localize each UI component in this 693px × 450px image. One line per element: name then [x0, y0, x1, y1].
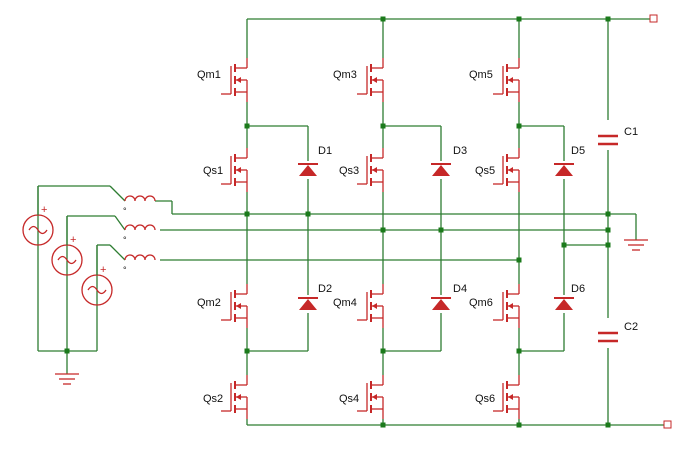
mosfet-Qs4	[357, 375, 387, 419]
label-Qm2: Qm2	[197, 297, 221, 309]
junction-dot	[244, 211, 250, 217]
junction-dot	[438, 227, 444, 233]
inductor-2	[124, 224, 156, 231]
source-leads	[37, 186, 98, 275]
mosfet-Qm1	[221, 58, 251, 102]
mosfet-Qm4	[357, 284, 387, 328]
label-Qm5: Qm5	[469, 69, 493, 81]
label-Qs4: Qs4	[339, 393, 359, 405]
mosfet-Qm6	[493, 284, 523, 328]
label-D5: D5	[571, 145, 585, 157]
labels: Qm1 Qs1 Qm2 Qs2 Qm3 Qs3 Qm4 Qs4 Qm5 Qs5 …	[197, 69, 638, 405]
source-3-plus: +	[100, 264, 106, 276]
coil-dot-1: °	[123, 206, 127, 216]
inductor-3	[124, 254, 156, 261]
junction-dot	[305, 211, 311, 217]
junction-dot	[64, 348, 70, 354]
junction-dot	[605, 242, 611, 248]
label-Qs1: Qs1	[203, 165, 223, 177]
junction-dot	[605, 16, 611, 22]
label-C1: C1	[624, 126, 638, 138]
diode-D6	[553, 295, 575, 313]
junction-dot	[380, 422, 386, 428]
label-D4: D4	[453, 283, 467, 295]
coil-dot-2: °	[123, 235, 127, 245]
ground-symbol-right	[624, 239, 648, 251]
mosfet-Qm2	[221, 284, 251, 328]
junction-dot	[516, 257, 522, 263]
junction-dot	[380, 16, 386, 22]
diode-D4	[430, 295, 452, 313]
ground-symbol-left	[55, 373, 79, 385]
diode-D2	[297, 295, 319, 313]
mosfet-Qm5	[493, 58, 523, 102]
mosfets	[221, 58, 523, 419]
junction-dot	[244, 123, 250, 129]
terminal-negative	[663, 420, 672, 429]
capacitor-C2	[596, 318, 620, 348]
mosfet-Qs2	[221, 375, 251, 419]
junction-dot	[516, 348, 522, 354]
label-D3: D3	[453, 145, 467, 157]
diode-D1	[297, 161, 319, 179]
mosfet-Qs6	[493, 375, 523, 419]
diode-D3	[430, 161, 452, 179]
label-Qm1: Qm1	[197, 69, 221, 81]
terminal-positive	[649, 14, 658, 23]
junction-dot	[605, 422, 611, 428]
label-Qs2: Qs2	[203, 393, 223, 405]
label-Qs5: Qs5	[475, 165, 495, 177]
label-D1: D1	[318, 145, 332, 157]
source-2-plus: +	[70, 234, 76, 246]
junction-dot	[516, 16, 522, 22]
junction-dot	[605, 227, 611, 233]
dc-terminals	[649, 14, 672, 429]
label-Qm6: Qm6	[469, 297, 493, 309]
label-C2: C2	[624, 321, 638, 333]
diode-D5	[553, 161, 575, 179]
label-Qs6: Qs6	[475, 393, 495, 405]
junction-dot	[244, 348, 250, 354]
junction-dot	[516, 123, 522, 129]
mosfet-Qs1	[221, 148, 251, 192]
label-Qm3: Qm3	[333, 69, 357, 81]
junction-dots	[64, 16, 611, 428]
label-D6: D6	[571, 283, 585, 295]
mosfet-Qs3	[357, 148, 387, 192]
junction-dot	[516, 422, 522, 428]
coil-dot-3: °	[123, 265, 127, 275]
diodes	[297, 161, 575, 313]
label-Qs3: Qs3	[339, 165, 359, 177]
label-D2: D2	[318, 283, 332, 295]
junction-dot	[380, 348, 386, 354]
junction-dot	[380, 227, 386, 233]
mosfet-Qm3	[357, 58, 387, 102]
source-1-plus: +	[41, 204, 47, 216]
inductor-1	[124, 195, 156, 202]
inductors: ° ° °	[123, 195, 156, 275]
junction-dot	[561, 242, 567, 248]
capacitor-C1	[596, 120, 620, 150]
junction-dot	[605, 211, 611, 217]
mosfet-Qs5	[493, 148, 523, 192]
label-Qm4: Qm4	[333, 297, 357, 309]
junction-dot	[380, 123, 386, 129]
